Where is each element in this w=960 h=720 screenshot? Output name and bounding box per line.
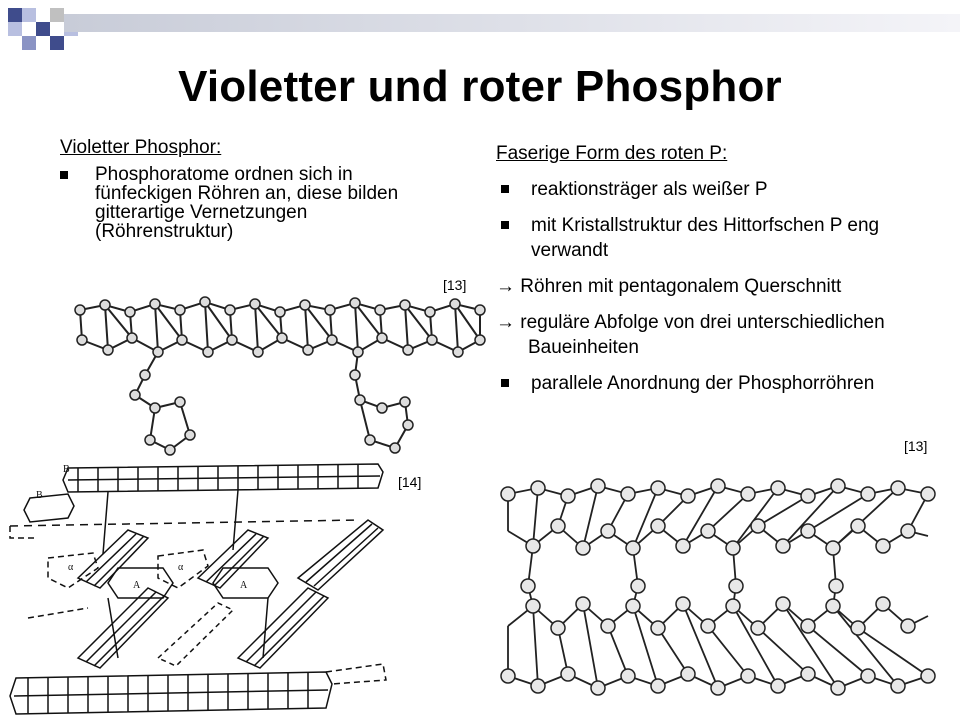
square-bullet-icon [501,220,509,229]
list-item: Phosphoratome ordnen sich in fünfeckigen… [60,165,440,241]
arrow-list-item: → reguläre Abfolge von drei unterschiedl… [496,310,916,361]
red-phosphorus-structure-image [500,478,936,696]
reference-label: [14] [398,474,422,490]
figure-label-alpha: α [68,562,74,573]
violet-phosphorus-structure-image [74,296,486,456]
arrow-list-item: → Röhren mit pentagonalem Querschnitt [496,274,916,300]
list-item: reaktionsträger als weißer P [496,177,916,203]
right-item-text: parallele Anordnung der Phosphorröhren [531,372,875,394]
right-heading: Faserige Form des roten P: [496,143,728,164]
figure-label-a: A [133,580,141,591]
right-item-text: → reguläre Abfolge von drei unterschiedl… [496,311,885,359]
right-item-text: → Röhren mit pentagonalem Querschnitt [496,275,842,297]
figure-label-alpha: α [178,562,184,573]
left-heading: Violetter Phosphor: [60,137,222,158]
right-item-list: reaktionsträger als weißer P mit Kristal… [496,177,916,396]
square-bullet-icon [501,378,509,387]
left-bullet-list: Phosphoratome ordnen sich in fünfeckigen… [60,165,440,241]
list-item: parallele Anordnung der Phosphorröhren [496,371,916,397]
left-text-column: Violetter Phosphor: Phosphoratome ordnen… [60,138,440,241]
figure-label-a: A [240,580,248,591]
decorative-header-squares [8,8,960,50]
slide-title: Violetter und roter Phosphor [178,62,782,111]
figure-label-b: B [36,490,43,501]
figure-label-b: B [63,464,70,475]
right-item-text: reaktionsträger als weißer P [531,179,768,200]
reference-label: [13] [904,438,928,454]
right-text-column: Faserige Form des roten P: reaktionsträg… [496,144,916,406]
reference-label: [13] [443,277,467,293]
tube-lattice-schematic-image: B B α A α A [9,463,387,715]
right-item-text: mit Kristallstruktur des Hittorfschen P … [531,214,880,262]
square-bullet-icon [60,171,68,179]
list-item: mit Kristallstruktur des Hittorfschen P … [496,213,916,264]
square-bullet-icon [501,185,509,193]
left-bullet-text: Phosphoratome ordnen sich in fünfeckigen… [95,164,399,242]
